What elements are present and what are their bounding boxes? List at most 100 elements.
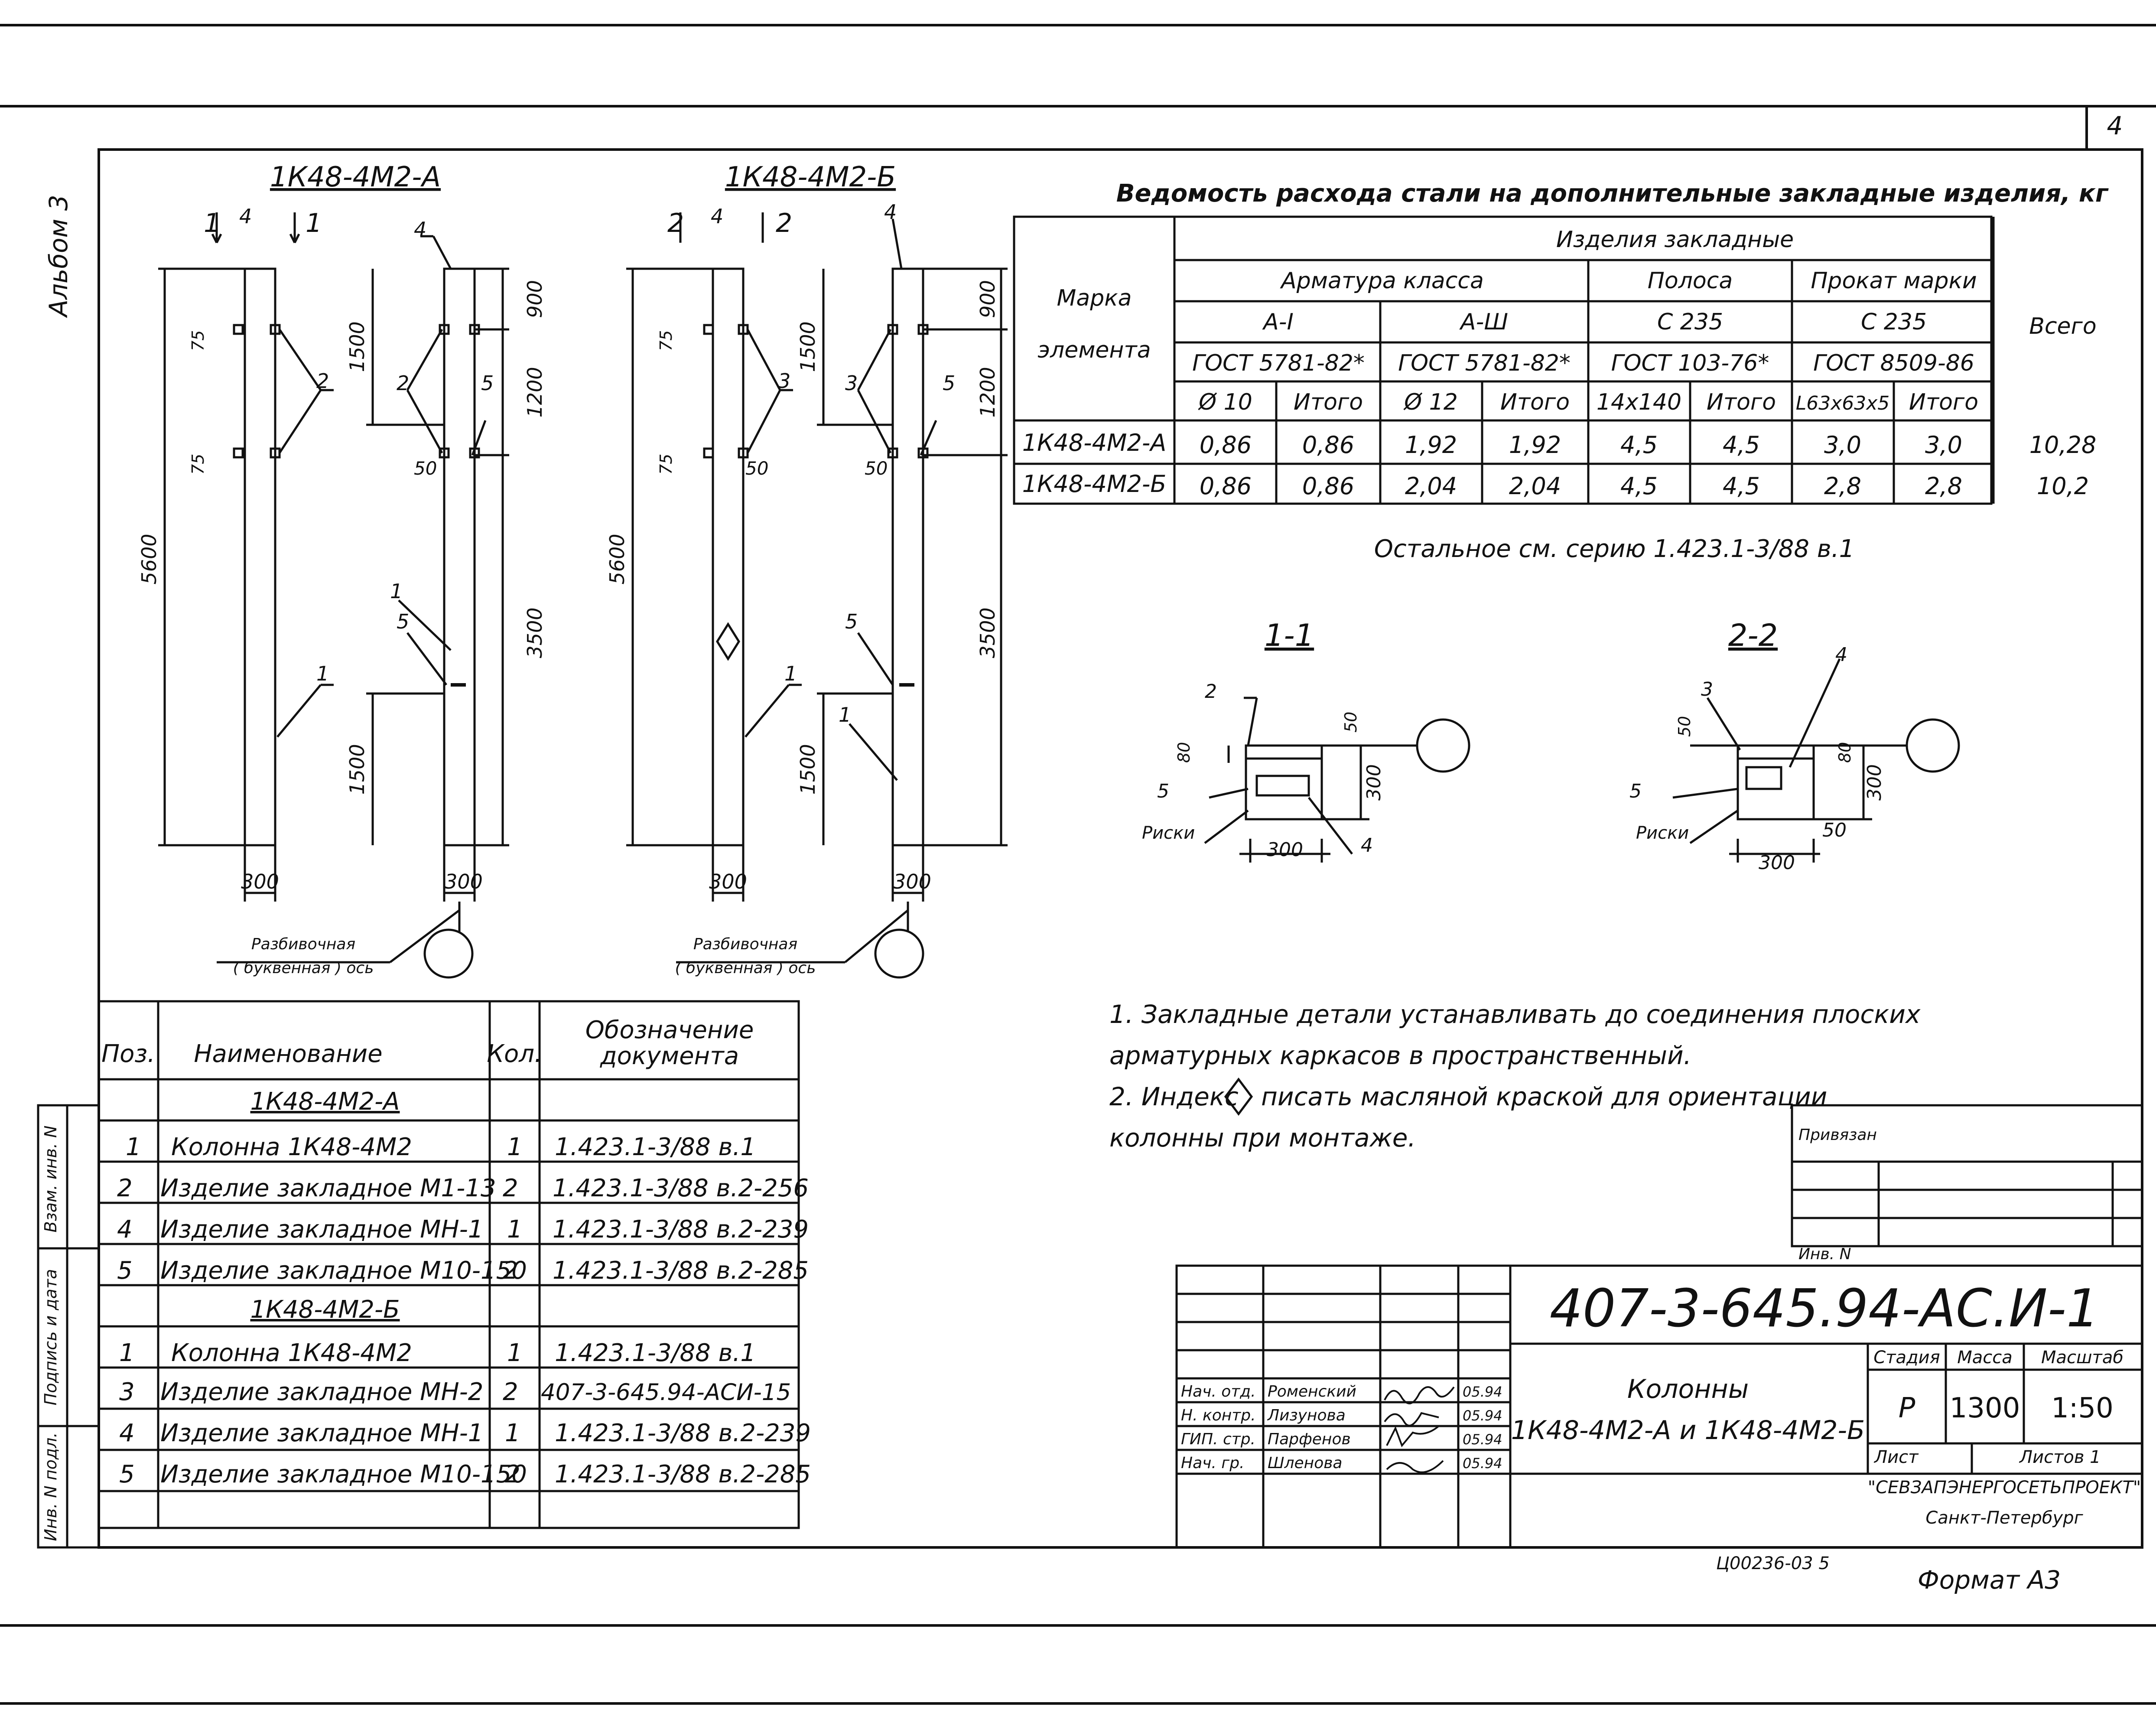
- column-b-drawing: 1К48-4М2-Б: [605, 161, 1008, 979]
- st-r2-total: 10,2: [2037, 472, 2089, 500]
- column-a-drawing: 1К48-4М2-А: [137, 161, 546, 979]
- pos-4-b2: 4: [884, 200, 897, 224]
- spec-a1-pos: 1: [126, 1133, 141, 1161]
- index-diamond: [1224, 1077, 1253, 1116]
- steel-table: Ведомость расхода стали на дополнительны…: [1013, 179, 2109, 563]
- dim-300-b2: 300: [893, 870, 931, 893]
- section-mark-b-left: 2: [667, 208, 684, 238]
- dim-75-a: 75: [189, 330, 208, 351]
- sheet-frame: [0, 24, 2156, 1705]
- pos-1-a2: 1: [390, 580, 403, 603]
- tb-stage-h: Стадия: [1873, 1348, 1940, 1368]
- st-r2-v1: 0,86: [1200, 472, 1252, 500]
- st-r1-v6: 4,5: [1723, 431, 1760, 459]
- spec-a4-qty: 2: [503, 1257, 518, 1285]
- st-h-a1: А-I: [1262, 309, 1294, 335]
- st-r1-v5: 4,5: [1620, 431, 1658, 459]
- note-2b: писать масляной краской для ориентации: [1261, 1082, 1827, 1111]
- s22-risks: Риски: [1636, 823, 1689, 843]
- tb-sheet-h: Лист: [1873, 1447, 1919, 1467]
- pos-4-a2: 4: [414, 218, 426, 241]
- column-a-title: 1К48-4М2-А: [270, 161, 441, 193]
- s22-dim-80: 80: [1835, 742, 1854, 763]
- pos-3-b2: 3: [845, 371, 858, 395]
- section-2-2: 2-2 3 4 5 Риски 300 50 300 80 50: [1629, 618, 1960, 874]
- note-2c: колонны при монтаже.: [1109, 1123, 1416, 1153]
- dim-300-b: 300: [709, 870, 747, 893]
- st-r1-v3: 1,92: [1405, 431, 1457, 459]
- title-block: Привязан Инв. N 407-3-645.94-АС.И-1 Коло…: [1175, 1104, 2143, 1549]
- tb-name-2: Лизунова: [1267, 1407, 1346, 1424]
- st-h-14x140: 14х140: [1597, 389, 1681, 415]
- section-1-1-title: 1-1: [1265, 618, 1314, 653]
- st-r2-v4: 2,04: [1509, 472, 1561, 500]
- spec-a4-pos: 5: [117, 1257, 133, 1285]
- tb-date-4: 05.94: [1463, 1455, 1502, 1472]
- dim-1200-b: 1200: [976, 367, 999, 417]
- dim-1500-bot-a: 1500: [345, 744, 369, 795]
- s11-dim-300v: 300: [1363, 764, 1385, 801]
- note-1b: арматурных каркасов в пространственный.: [1109, 1041, 1691, 1070]
- st-h-g1: ГОСТ 5781-82*: [1192, 350, 1365, 376]
- st-r2-v6: 4,5: [1723, 472, 1760, 500]
- spec-b1-name: Колонна 1К48-4М2: [171, 1339, 412, 1367]
- s11-pos-5: 5: [1157, 780, 1169, 802]
- dim-1500-bot-b: 1500: [796, 744, 819, 795]
- pos-5-a: 5: [481, 371, 494, 395]
- notes: 1. Закладные детали устанавливать до сое…: [1109, 1000, 1921, 1153]
- pos-1-b2: 1: [839, 703, 851, 726]
- steel-table-title: Ведомость расхода стали на дополнительны…: [1116, 179, 2109, 208]
- spec-h-doc2: документа: [600, 1042, 739, 1070]
- st-h-c235a: С 235: [1657, 309, 1723, 335]
- stamp-vzam: Взам. инв. N: [41, 1126, 60, 1233]
- tb-stage: Р: [1899, 1392, 1915, 1424]
- st-h-mark: Марка: [1057, 285, 1132, 311]
- st-r2-v2: 0,86: [1302, 472, 1354, 500]
- s22-pos-4: 4: [1835, 644, 1847, 666]
- note-2a: 2. Индекс: [1109, 1082, 1239, 1111]
- pos-3-b: 3: [778, 369, 790, 393]
- steel-table-note: Остальное см. серию 1.423.1-3/88 в.1: [1374, 535, 1854, 563]
- tb-name-1: Роменский: [1268, 1383, 1356, 1400]
- tb-name2: 1К48-4М2-А и 1К48-4М2-Б: [1511, 1415, 1865, 1446]
- st-r2-v7: 2,8: [1824, 472, 1861, 500]
- spec-a1-qty: 1: [507, 1133, 523, 1161]
- spec-b3-name: Изделие закладное МН-1: [160, 1419, 483, 1447]
- spec-b4-qty: 2: [505, 1460, 520, 1488]
- tb-mass: 1300: [1950, 1392, 2020, 1424]
- spec-b3-doc: 1.423.1-3/88 в.2-239: [555, 1419, 811, 1447]
- st-h-g4: ГОСТ 8509-86: [1813, 350, 1974, 376]
- spec-b4-name: Изделие закладное М10-150: [160, 1460, 527, 1488]
- spec-h-name: Наименование: [194, 1040, 382, 1068]
- spec-b2-qty: 2: [503, 1378, 518, 1406]
- st-r1-mark: 1К48-4М2-А: [1022, 429, 1167, 456]
- st-r1-v2: 0,86: [1302, 431, 1354, 459]
- pos-4-a: 4: [239, 205, 252, 228]
- tb-role-3: ГИП. стр.: [1181, 1430, 1255, 1448]
- spec-group-a: 1К48-4М2-А: [250, 1088, 400, 1116]
- spec-b4-pos: 5: [119, 1460, 135, 1488]
- s22-pos-5: 5: [1629, 780, 1642, 802]
- section-1-1: 1-1 2 5 Риски 300 4 300 80 50: [1142, 618, 1470, 863]
- tb-org2: Санкт-Петербург: [1925, 1508, 2083, 1528]
- dim-5600-b: 5600: [605, 534, 629, 584]
- dim-1500-top-a: 1500: [345, 321, 369, 372]
- s11-dim-300: 300: [1267, 839, 1303, 861]
- dim-5600-a: 5600: [137, 534, 161, 584]
- tb-mass-h: Масса: [1957, 1348, 2013, 1368]
- spec-table: Поз. Наименование Кол. Обозначение докум…: [98, 1000, 811, 1529]
- s22-dim-50b: 50: [1675, 716, 1694, 737]
- dim-50-b2: 50: [745, 458, 768, 479]
- spec-a4-doc: 1.423.1-3/88 в.2-285: [553, 1257, 809, 1285]
- st-r1-v4: 1,92: [1509, 431, 1561, 459]
- st-h-group: Изделия закладные: [1556, 227, 1794, 253]
- spec-b3-pos: 4: [119, 1419, 135, 1447]
- pos-2-a: 2: [316, 369, 329, 393]
- st-h-it2: Итого: [1500, 389, 1570, 415]
- tb-role-1: Нач. отд.: [1181, 1383, 1256, 1400]
- st-h-l63: L63х63х5: [1796, 392, 1890, 414]
- st-h-rolled: Прокат марки: [1811, 268, 1977, 294]
- pos-5-b: 5: [943, 371, 955, 395]
- spec-a2-doc: 1.423.1-3/88 в.2-256: [553, 1174, 809, 1202]
- st-h-c235b: С 235: [1861, 309, 1927, 335]
